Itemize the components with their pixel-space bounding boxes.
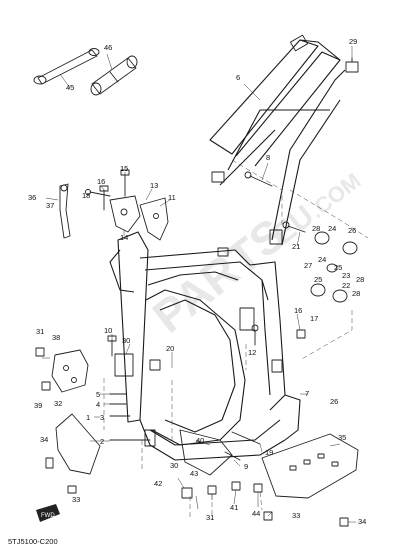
callout-33-b[interactable]: 33 [292, 511, 300, 520]
callout-11[interactable]: 11 [168, 193, 176, 202]
callout-31[interactable]: 31 [36, 327, 44, 336]
assembly-dash-lines [103, 159, 369, 520]
callout-23[interactable]: 23 [342, 271, 350, 280]
part-bolt-34[interactable] [45, 457, 54, 469]
part-rear-subframe[interactable] [209, 34, 346, 246]
callout-42[interactable]: 42 [154, 479, 162, 488]
callout-28[interactable]: 28 [312, 224, 320, 233]
callout-5[interactable]: 5 [96, 390, 100, 399]
part-wrench[interactable] [33, 48, 100, 85]
part-bolt-33a[interactable] [67, 485, 77, 494]
callout-34-b[interactable]: 34 [358, 517, 366, 526]
part-bracket-14[interactable] [109, 195, 141, 233]
part-bolt-12[interactable] [251, 324, 259, 346]
callout-36[interactable]: 36 [28, 193, 36, 202]
callout-8[interactable]: 8 [266, 153, 270, 162]
drawing-code: 5TJ5100-C200 [8, 537, 58, 546]
callout-14[interactable]: 14 [120, 233, 128, 242]
callout-labels: 45 46 6 29 8 36 37 16 15 13 11 18 14 21 … [28, 37, 366, 526]
callout-24-b[interactable]: 24 [318, 255, 326, 264]
callout-25-b[interactable]: 25 [314, 275, 322, 284]
callout-16[interactable]: 16 [97, 177, 105, 186]
callout-19[interactable]: 19 [265, 448, 273, 457]
callout-13[interactable]: 13 [150, 181, 158, 190]
callout-26-b[interactable]: 26 [330, 397, 338, 406]
part-bracket-40[interactable] [179, 429, 233, 476]
callout-25[interactable]: 25 [334, 263, 342, 272]
callout-2[interactable]: 2 [100, 437, 104, 446]
callout-17[interactable]: 17 [310, 314, 318, 323]
callout-34[interactable]: 34 [40, 435, 48, 444]
part-bolt-29[interactable] [345, 57, 359, 73]
callout-41[interactable]: 41 [230, 503, 238, 512]
part-cable-holder-36[interactable] [59, 183, 71, 239]
fwd-badge-text: FWD [41, 513, 55, 519]
part-bolt-9[interactable] [224, 451, 241, 461]
callout-27[interactable]: 27 [304, 261, 312, 270]
part-bolt-39[interactable] [41, 381, 51, 391]
watermark-text-3: .COM [305, 168, 366, 223]
callout-26[interactable]: 26 [348, 226, 356, 235]
callout-16-b[interactable]: 16 [294, 306, 302, 315]
callout-28-b[interactable]: 28 [356, 275, 364, 284]
callout-15[interactable]: 15 [120, 164, 128, 173]
part-socket-tool[interactable] [90, 55, 138, 96]
callout-9[interactable]: 9 [244, 462, 248, 471]
fwd-badge: FWD [36, 504, 60, 522]
callout-43[interactable]: 43 [190, 469, 198, 478]
callout-18[interactable]: 18 [82, 191, 90, 200]
callout-29[interactable]: 29 [349, 37, 357, 46]
callout-46[interactable]: 46 [104, 43, 112, 52]
part-bracket-30[interactable] [114, 353, 134, 377]
callout-1[interactable]: 1 [86, 413, 90, 422]
callout-12[interactable]: 12 [248, 348, 256, 357]
callout-7[interactable]: 7 [305, 389, 309, 398]
part-engine-guard-38[interactable] [51, 349, 89, 393]
callout-44[interactable]: 44 [252, 509, 260, 518]
part-plate-32[interactable] [55, 413, 101, 475]
callout-31-b[interactable]: 31 [206, 513, 214, 522]
part-bolt-18[interactable] [85, 189, 111, 197]
callout-20[interactable]: 20 [166, 344, 174, 353]
part-skid-plate-35[interactable] [261, 433, 359, 499]
leader-lines [42, 46, 356, 523]
part-bolts-1-5[interactable] [109, 393, 156, 447]
callout-30[interactable]: 30 [122, 336, 130, 345]
part-bolt-19[interactable] [231, 431, 261, 445]
callout-38[interactable]: 38 [52, 333, 60, 342]
callout-10[interactable]: 10 [104, 326, 112, 335]
part-bolt-17[interactable] [296, 329, 306, 339]
callout-24[interactable]: 24 [328, 224, 336, 233]
callout-40[interactable]: 40 [196, 436, 204, 445]
callout-6[interactable]: 6 [236, 73, 240, 82]
callout-35[interactable]: 35 [338, 433, 346, 442]
callout-45[interactable]: 45 [66, 83, 74, 92]
part-bolt-16[interactable] [99, 185, 109, 211]
callout-3[interactable]: 3 [100, 413, 104, 422]
callout-30-b[interactable]: 30 [170, 461, 178, 470]
part-bracket-11[interactable] [139, 197, 169, 241]
part-bolt-31[interactable] [35, 347, 45, 357]
part-collars-group[interactable] [282, 221, 358, 303]
callout-4[interactable]: 4 [96, 400, 100, 409]
callout-21[interactable]: 21 [292, 242, 300, 251]
part-main-frame[interactable] [109, 231, 301, 461]
callout-22[interactable]: 22 [342, 281, 350, 290]
callout-39[interactable]: 39 [34, 401, 42, 410]
callout-37[interactable]: 37 [46, 201, 54, 210]
part-bolt-8[interactable] [244, 171, 273, 187]
callout-28-c[interactable]: 28 [352, 289, 360, 298]
callout-32[interactable]: 32 [54, 399, 62, 408]
callout-33[interactable]: 33 [72, 495, 80, 504]
watermark: PARTS EU .COM [143, 168, 366, 343]
